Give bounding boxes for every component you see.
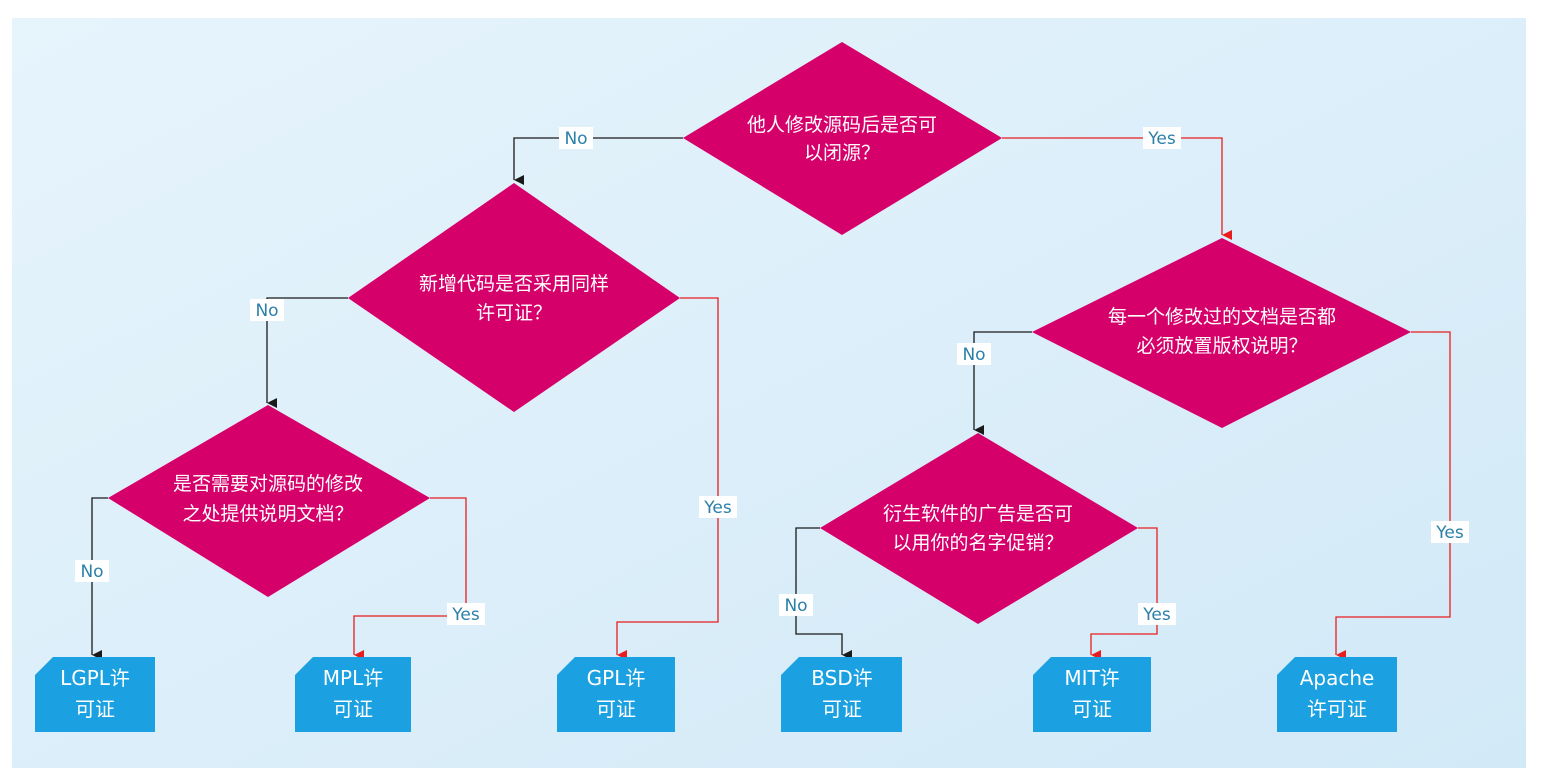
license-mit-line2: 可证 xyxy=(1072,697,1112,721)
license-mpl-line1: MPL许 xyxy=(323,666,383,690)
decision-document-changes[interactable]: 是否需要对源码的修改 之处提供说明文档？ xyxy=(108,405,430,597)
license-mit[interactable]: MIT许 可证 xyxy=(1033,657,1151,732)
decision-name-promotion-line2: 以用你的名字促销？ xyxy=(892,532,1063,554)
license-mpl[interactable]: MPL许 可证 xyxy=(295,657,411,732)
decision-same-license-line1: 新增代码是否采用同样 xyxy=(419,273,609,295)
edge-copyright-notice-yes xyxy=(1335,331,1451,660)
decision-closed-source-line1: 他人修改源码后是否可 xyxy=(747,114,937,136)
label-document-changes-no: No xyxy=(80,562,103,582)
label-closed-source-yes: Yes xyxy=(1147,129,1176,149)
label-document-changes-yes: Yes xyxy=(451,605,480,625)
edge-name-promotion-yes xyxy=(1090,527,1158,660)
license-bsd[interactable]: BSD许 可证 xyxy=(781,657,902,732)
license-lgpl-line1: LGPL许 xyxy=(60,666,130,690)
label-same-license-yes: Yes xyxy=(703,498,732,518)
label-same-license-no: No xyxy=(255,301,278,321)
decision-closed-source[interactable]: 他人修改源码后是否可 以闭源？ xyxy=(683,42,1002,235)
decision-same-license-line2: 许可证？ xyxy=(476,302,552,324)
edge-copyright-notice-no xyxy=(973,331,1032,435)
label-copyright-notice-no: No xyxy=(962,345,985,365)
edge-closed-source-yes xyxy=(1002,137,1232,240)
license-apache[interactable]: Apache 许可证 xyxy=(1277,657,1397,732)
license-mit-line1: MIT许 xyxy=(1064,666,1119,690)
license-gpl-line1: GPL许 xyxy=(587,666,646,690)
license-apache-line2: 许可证 xyxy=(1307,697,1367,721)
edge-same-license-no xyxy=(266,297,348,408)
decision-document-changes-line1: 是否需要对源码的修改 xyxy=(173,473,363,495)
decision-closed-source-line2: 以闭源？ xyxy=(804,142,880,164)
label-name-promotion-no: No xyxy=(784,596,807,616)
edge-closed-source-no xyxy=(513,137,683,185)
decision-copyright-notice-line2: 必须放置版权说明？ xyxy=(1136,335,1307,357)
decision-name-promotion[interactable]: 衍生软件的广告是否可 以用你的名字促销？ xyxy=(820,433,1138,624)
license-lgpl[interactable]: LGPL许 可证 xyxy=(35,657,155,732)
label-closed-source-no: No xyxy=(564,129,587,149)
decision-name-promotion-line1: 衍生软件的广告是否可 xyxy=(883,503,1073,525)
decision-copyright-notice-line1: 每一个修改过的文档是否都 xyxy=(1108,306,1336,328)
license-mpl-line2: 可证 xyxy=(333,697,373,721)
edge-document-changes-no xyxy=(91,497,108,660)
edge-name-promotion-no xyxy=(795,527,852,660)
license-apache-line1: Apache xyxy=(1300,666,1375,690)
label-copyright-notice-yes: Yes xyxy=(1435,523,1464,543)
edge-same-license-yes xyxy=(616,297,719,660)
label-name-promotion-yes: Yes xyxy=(1142,605,1171,625)
license-bsd-line1: BSD许 xyxy=(811,666,872,690)
decision-document-changes-line2: 之处提供说明文档？ xyxy=(182,503,353,525)
license-bsd-line2: 可证 xyxy=(822,697,862,721)
license-gpl-line2: 可证 xyxy=(596,697,636,721)
decision-copyright-notice[interactable]: 每一个修改过的文档是否都 必须放置版权说明？ xyxy=(1032,238,1411,428)
decision-same-license[interactable]: 新增代码是否采用同样 许可证？ xyxy=(348,183,680,412)
license-gpl[interactable]: GPL许 可证 xyxy=(557,657,675,732)
license-lgpl-line2: 可证 xyxy=(75,697,115,721)
